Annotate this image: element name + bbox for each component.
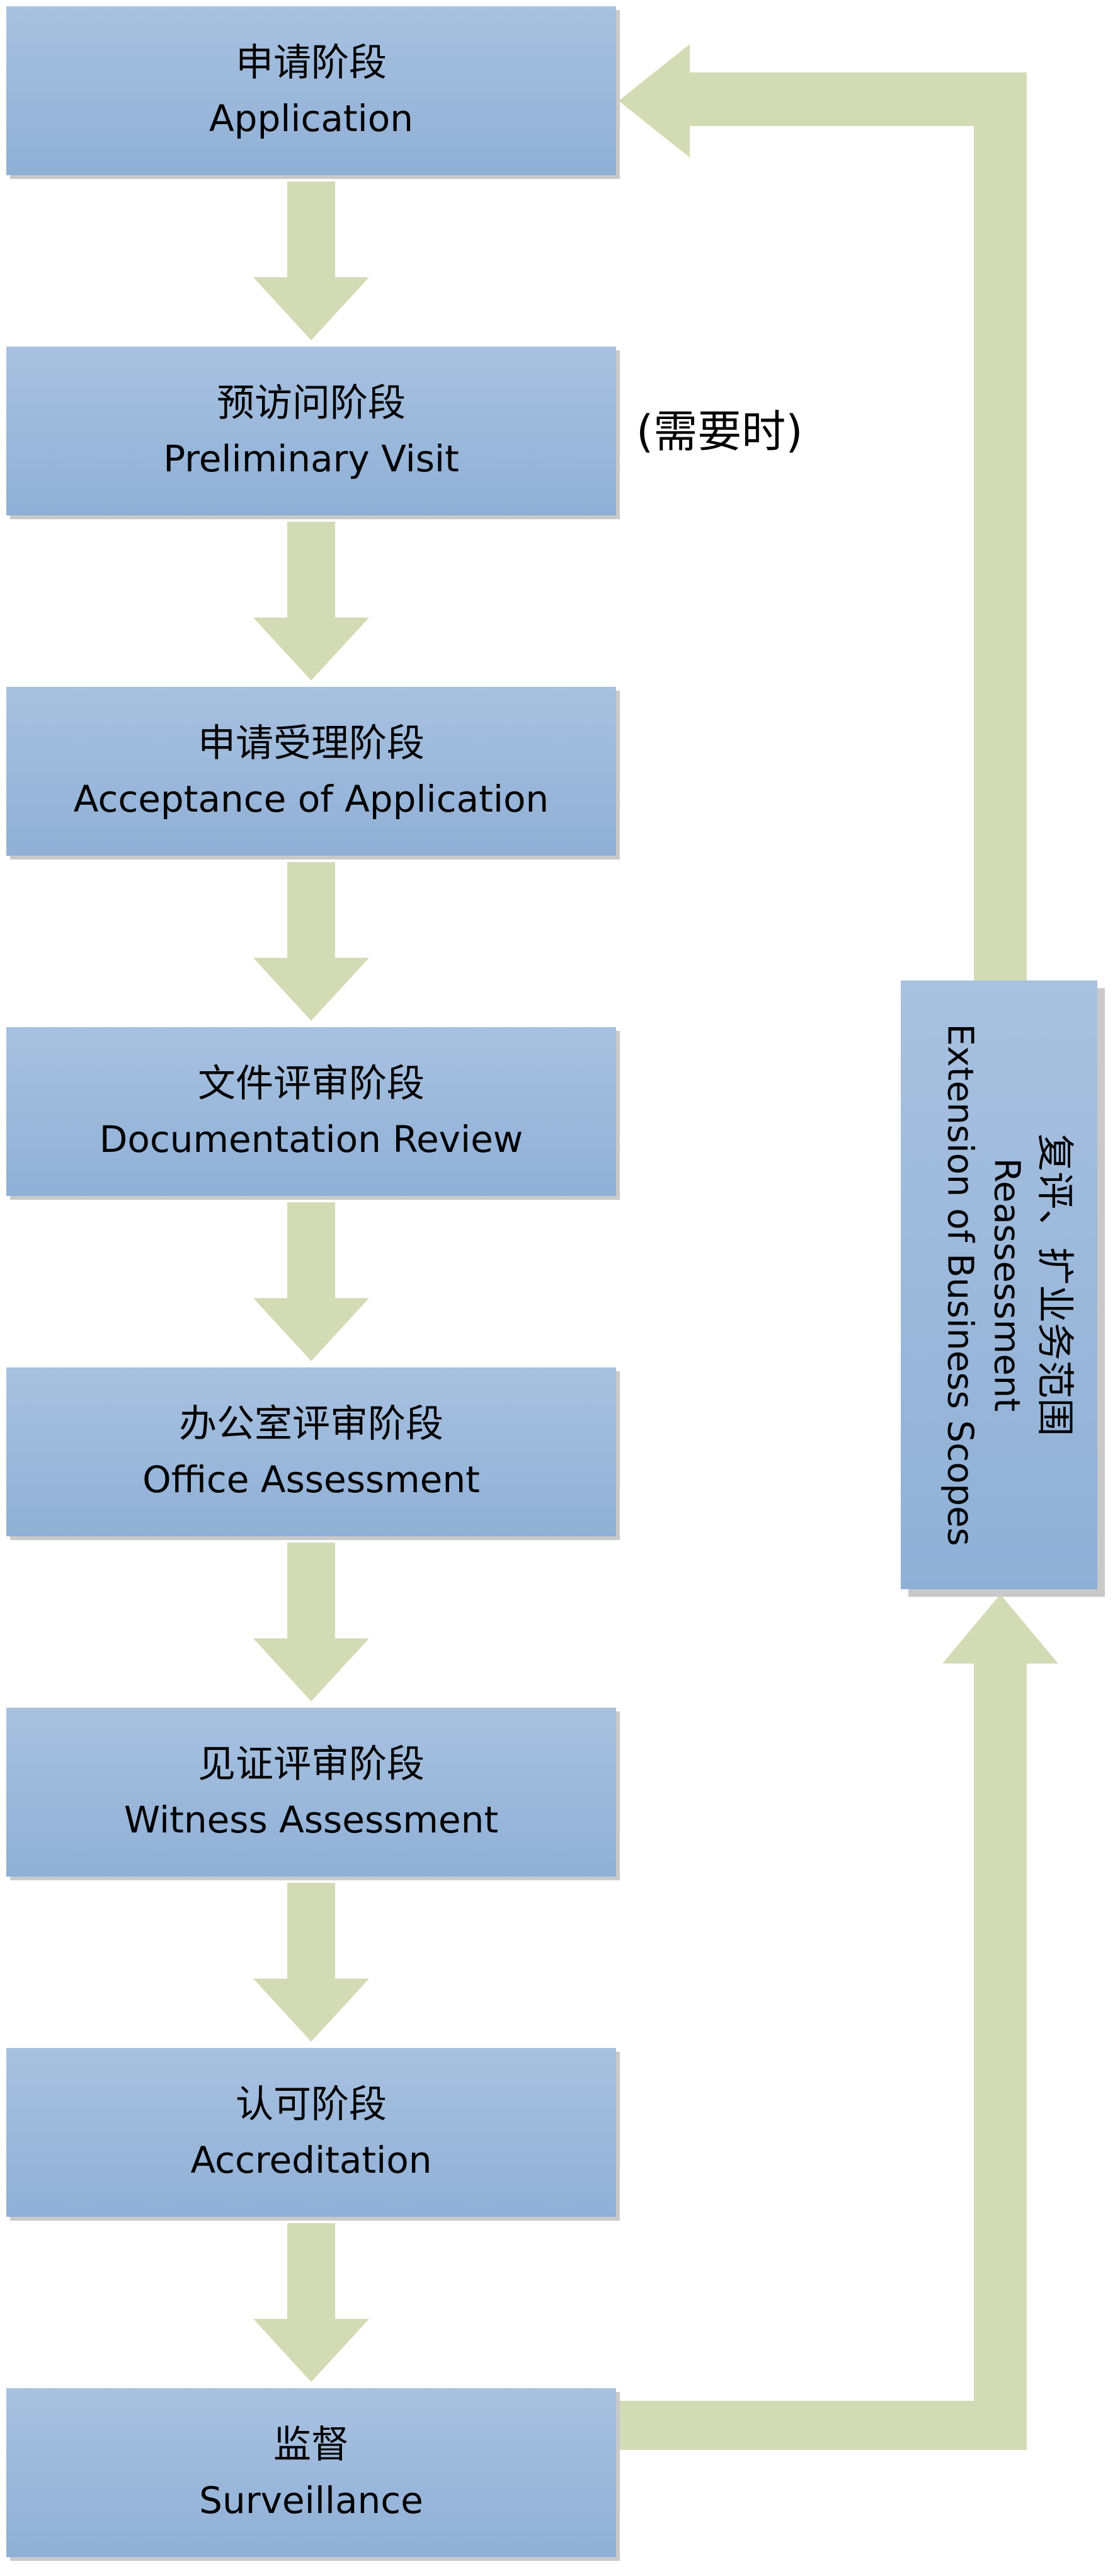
stage-title-cn: 监督	[273, 2423, 349, 2467]
stage-box: 见证评审阶段 Witness Assessment	[6, 1708, 620, 1880]
down-arrow	[253, 1543, 369, 1701]
stage-title-cn: 文件评审阶段	[198, 1062, 425, 1106]
stage-box: 认可阶段 Accreditation	[6, 2048, 620, 2221]
stage-box-bg	[6, 347, 616, 515]
down-arrow	[253, 862, 369, 1021]
stage-title-cn: 申请阶段	[236, 41, 387, 85]
side-box: 复评、扩业务范围 Reassessment Extension of Busin…	[901, 980, 1105, 1597]
stage-title-en: Witness Assessment	[124, 1798, 498, 1841]
stage-title-en: Application	[209, 97, 413, 140]
stage-box: 监督 Surveillance	[6, 2388, 620, 2561]
stage-box-bg	[6, 6, 616, 175]
side-box-cn: 复评、扩业务范围	[1032, 1134, 1077, 1436]
stage-title-en: Accreditation	[190, 2139, 431, 2182]
stage-box-bg	[6, 1027, 616, 1196]
stage-title-cn: 认可阶段	[236, 2083, 387, 2127]
down-arrows	[253, 181, 369, 2382]
stage-box: 申请阶段 Application	[6, 6, 620, 179]
stage-box-bg	[6, 2048, 616, 2217]
down-arrow	[253, 522, 369, 681]
stage-title-en: Preliminary Visit	[163, 437, 459, 480]
stage-title-en: Office Assessment	[142, 1458, 480, 1501]
down-arrow	[253, 1883, 369, 2042]
stage-title-en: Acceptance of Application	[74, 778, 549, 820]
down-arrow	[253, 181, 369, 340]
stage-title-cn: 申请受理阶段	[198, 722, 425, 766]
side-box-en2: Extension of Business Scopes	[940, 1023, 981, 1546]
stage-title-en: Documentation Review	[100, 1118, 523, 1161]
stage-title-cn: 预访问阶段	[217, 381, 406, 425]
stage-list: 申请阶段 Application 预访问阶段 Preliminary Visit 申请受…	[6, 6, 620, 2561]
stage-title-cn: 办公室评审阶段	[179, 1402, 443, 1446]
down-arrow	[253, 1202, 369, 1361]
stage-box-bg	[6, 2388, 616, 2557]
stage-box: 申请受理阶段 Acceptance of Application	[6, 687, 620, 860]
stage-box: 预访问阶段 Preliminary Visit	[6, 347, 620, 519]
stage-title-en: Surveillance	[199, 2479, 423, 2522]
stage-title-cn: 见证评审阶段	[198, 1742, 425, 1786]
stage-box-bg	[6, 1708, 616, 1877]
stage-box-bg	[6, 1367, 616, 1536]
stage-box: 文件评审阶段 Documentation Review	[6, 1027, 620, 1200]
down-arrow	[253, 2223, 369, 2382]
stage-box-bg	[6, 687, 616, 856]
side-box-en1: Reassessment	[986, 1158, 1027, 1412]
loop-arrow-upper	[619, 44, 1027, 983]
loop-arrow-lower	[616, 1594, 1058, 2450]
stage-box: 办公室评审阶段 Office Assessment	[6, 1367, 620, 1540]
when-needed-note: (需要时)	[636, 406, 803, 457]
